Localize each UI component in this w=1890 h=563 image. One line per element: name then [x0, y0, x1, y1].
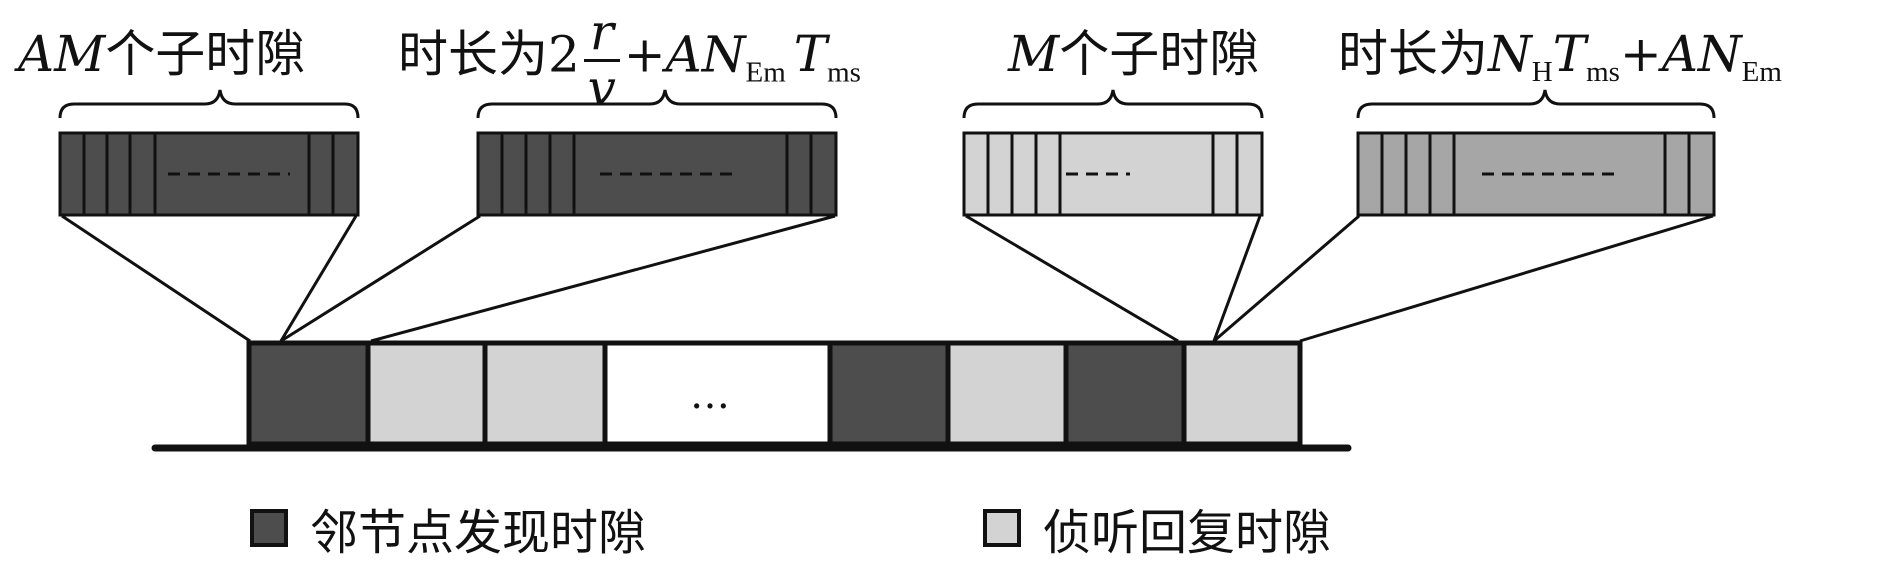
label-group-1-text: 个子时隙 [105, 25, 306, 83]
subslot-box-1 [58, 131, 360, 217]
label-group-4-plus: + [1619, 25, 1662, 83]
label-group-4: 时长为NHTms+ANEm [1338, 14, 1782, 89]
label-group-4-text: 时长为 [1338, 25, 1488, 83]
label-group-2-two: 2 [548, 25, 580, 84]
label-group-2-t-sub: ms [827, 56, 861, 89]
frame-2 [365, 340, 488, 447]
label-group-4-t-sub: ms [1586, 56, 1620, 89]
label-group-4-an-sub: Em [1741, 56, 1782, 89]
legend-discovery: 邻节点发现时隙 [250, 493, 646, 563]
zoom-line-3a [965, 214, 1179, 343]
label-group-4-n: N [1488, 25, 1532, 83]
zoom-line-1a [61, 214, 251, 343]
zoom-line-4b [1299, 214, 1714, 343]
label-group-2-frac-den: v [587, 58, 616, 117]
label-group-1-math: AM [18, 25, 106, 83]
frame-8 [1181, 340, 1303, 447]
label-group-4-t: T [1552, 25, 1587, 83]
zoom-line-3b [1212, 215, 1262, 342]
label-group-3-text: 个子时隙 [1059, 25, 1260, 83]
frame-5 [827, 340, 951, 447]
brace-group-2 [476, 89, 838, 119]
label-group-2-an: AN [665, 25, 746, 84]
legend-listen-reply-label: 侦听回复时隙 [1043, 505, 1332, 561]
label-group-2-frac-num: r [583, 6, 620, 62]
frame-3 [482, 340, 608, 447]
subslot-box-4 [1356, 131, 1716, 217]
legend-listen-reply: 侦听回复时隙 [983, 493, 1331, 563]
brace-group-1 [58, 89, 360, 119]
zoom-line-2a [280, 214, 481, 343]
brace-group-4 [1356, 89, 1716, 119]
label-group-3-math: M [1008, 25, 1060, 83]
label-group-2-text: 时长为 [398, 25, 548, 84]
subslot-box-3 [962, 131, 1264, 217]
slot-structure-diagram [58, 89, 1716, 452]
frame-7 [1063, 340, 1187, 447]
legend-discovery-label: 邻节点发现时隙 [310, 505, 647, 561]
zoom-lines [61, 214, 1714, 343]
label-group-4-an: AN [1661, 25, 1742, 83]
frame-ellipsis: … [690, 372, 730, 418]
frame-1 [246, 340, 371, 447]
zoom-line-2b [370, 214, 836, 343]
frame-6 [945, 340, 1069, 447]
label-group-2-plus: + [623, 25, 666, 84]
zoom-line-4a [1213, 214, 1360, 343]
legend-discovery-swatch [250, 509, 288, 547]
zoom-line-1b [279, 215, 358, 342]
frame-4 [602, 340, 833, 447]
label-group-2-t: T [793, 25, 828, 84]
label-group-3: M个子时隙 [1008, 14, 1259, 86]
frame-row [246, 340, 1303, 447]
label-group-4-n-sub: H [1531, 56, 1553, 89]
brace-group-3 [962, 89, 1264, 119]
legend-listen-reply-swatch [983, 509, 1021, 547]
label-group-1: AM个子时隙 [18, 14, 305, 86]
subslot-box-2 [476, 131, 838, 217]
label-group-2-an-sub: Em [745, 56, 786, 89]
